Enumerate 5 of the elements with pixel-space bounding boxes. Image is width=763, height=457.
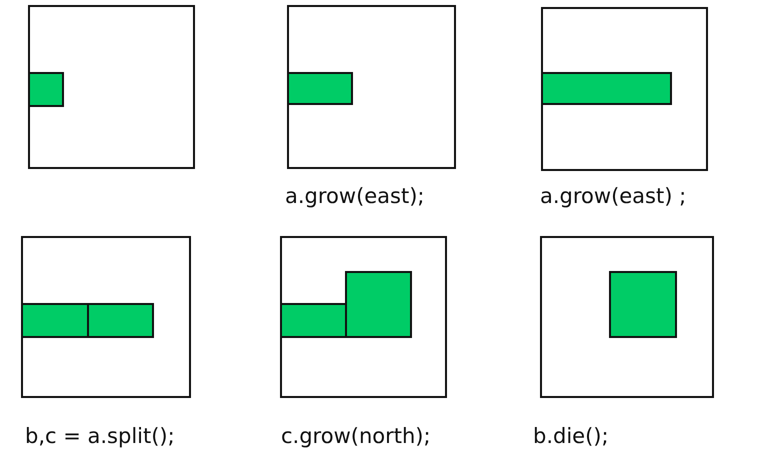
code-caption: a.grow(east) ; [540, 186, 686, 207]
code-caption: b.die(); [533, 426, 609, 447]
code-caption: b,c = a.split(); [25, 426, 175, 447]
code-caption: c.grow(north); [281, 426, 431, 447]
code-caption: a.grow(east); [285, 186, 424, 207]
